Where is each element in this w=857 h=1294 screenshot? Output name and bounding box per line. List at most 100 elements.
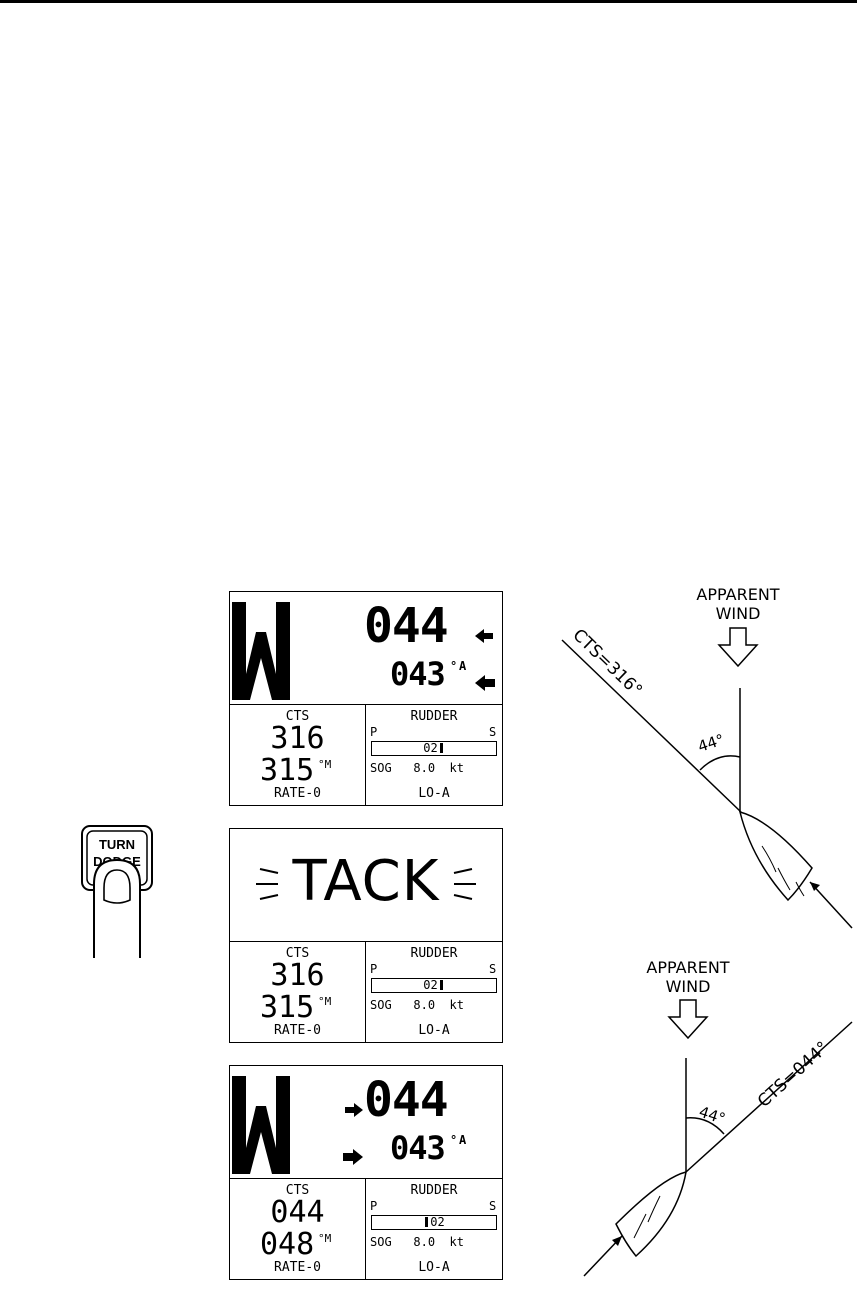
rudder-bar: 02 [371, 978, 497, 993]
wind-arrow-icon [667, 999, 709, 1040]
cts-magnetic-value: 315 [260, 990, 315, 1025]
steering-mode: LO-A [418, 1260, 450, 1275]
wind-label-line2: WIND [665, 977, 711, 996]
arrow-right-icon [345, 1103, 363, 1117]
tack-banner: TACK [292, 849, 440, 914]
apparent-wind-label-bottom: APPARENT WIND [618, 958, 758, 996]
top-rule [0, 0, 857, 3]
flash-rays-icon [256, 868, 476, 900]
steering-mode: LO-A [418, 1023, 450, 1038]
wake-arrow-icon [612, 1236, 622, 1246]
display-screen-tacking: TACK CTS 316 315 °M RATE-0 RUDDER P S 02… [229, 828, 503, 1043]
rudder-label: RUDDER [410, 709, 458, 724]
heading-value: 044 [364, 1072, 449, 1128]
sailboat-icon [738, 810, 813, 902]
info-panel: CTS 316 315 °M RATE-0 RUDDER P S 02 SOG … [230, 942, 502, 1042]
cts-label: CTS [285, 946, 310, 961]
sog-label: SOG [370, 761, 392, 775]
wind-w-icon [232, 1076, 290, 1174]
cts-value: 316 [270, 958, 325, 993]
rudder-value: 02 [430, 1215, 445, 1229]
sog-value: 8.0 [413, 761, 436, 775]
heading-panel: 044 043 ° A [230, 592, 502, 705]
course-label: CTS=044° [754, 1038, 833, 1112]
port-label: P [370, 725, 378, 739]
apparent-wind-label-top: APPARENT WIND [668, 585, 808, 623]
wind-label-line1: APPARENT [646, 958, 730, 977]
rudder-label: RUDDER [410, 1183, 458, 1198]
magnetic-suffix: °M [318, 995, 332, 1008]
info-panel: CTS 316 315 °M RATE-0 RUDDER P S 02 SOG … [230, 705, 502, 805]
heading-panel: 044 043 ° A [230, 1066, 502, 1179]
wind-label-line2: WIND [715, 604, 761, 623]
cts-label: CTS [285, 1183, 310, 1198]
rate-readout: RATE-0 [274, 1260, 321, 1275]
angle-label: 44° [697, 1103, 728, 1128]
wake-arrow-icon [810, 882, 820, 891]
sog-unit: kt [449, 998, 464, 1012]
port-label: P [370, 962, 378, 976]
magnetic-suffix-letter: M [324, 995, 332, 1008]
course-line [561, 639, 742, 813]
panel-divider [365, 1179, 366, 1279]
starboard-label: S [489, 1199, 497, 1213]
starboard-label: S [489, 962, 497, 976]
info-panel: CTS 044 048 °M RATE-0 RUDDER P S 02 SOG … [230, 1179, 502, 1279]
sog-unit: kt [449, 1235, 464, 1249]
wind-arrow-icon [717, 627, 759, 668]
rudder-label: RUDDER [410, 946, 458, 961]
rudder-value: 02 [423, 741, 438, 755]
course-line [685, 1021, 853, 1173]
rate-readout: RATE-0 [274, 786, 321, 801]
magnetic-suffix-letter: M [324, 758, 332, 771]
panel-divider [365, 942, 366, 1042]
steering-mode: LO-A [418, 786, 450, 801]
angle-arc [685, 1117, 725, 1135]
finger-press-icon [93, 858, 141, 958]
cts-value: 044 [270, 1195, 325, 1230]
rudder-bar: 02 [371, 1215, 497, 1230]
magnetic-suffix-letter: M [324, 1232, 332, 1245]
heading-value: 044 [364, 598, 449, 654]
wind-label-line1: APPARENT [696, 585, 780, 604]
arrow-left-icon [475, 629, 493, 643]
display-screen-before-tack: 044 043 ° A CTS 316 315 °M RATE-0 RUDDER… [229, 591, 503, 806]
cts-magnetic-value: 048 [260, 1227, 315, 1262]
rudder-cursor [439, 980, 443, 990]
sog-readout: SOG 8.0 kt [370, 998, 464, 1012]
rudder-cursor [425, 1217, 429, 1227]
degree-suffix: ° [450, 1133, 458, 1147]
display-screen-after-tack: 044 043 ° A CTS 044 048 °M RATE-0 RUDDER… [229, 1065, 503, 1280]
apparent-suffix: A [459, 1133, 467, 1147]
turn-dodge-key[interactable]: TURN DODGE [76, 822, 158, 958]
degree-suffix: ° [450, 659, 458, 673]
rudder-value: 02 [423, 978, 438, 992]
sog-unit: kt [449, 761, 464, 775]
magnetic-suffix: °M [318, 1232, 332, 1245]
rate-readout: RATE-0 [274, 1023, 321, 1038]
starboard-label: S [489, 725, 497, 739]
key-label-line1: TURN [99, 837, 135, 852]
sog-label: SOG [370, 998, 392, 1012]
rudder-cursor [439, 743, 443, 753]
angle-arc [699, 755, 741, 771]
panel-divider [365, 705, 366, 805]
cts-label: CTS [285, 709, 310, 724]
arrow-left-icon [475, 675, 495, 691]
sog-readout: SOG 8.0 kt [370, 761, 464, 775]
cts-value: 316 [270, 721, 325, 756]
sog-readout: SOG 8.0 kt [370, 1235, 464, 1249]
wake-line [809, 881, 853, 929]
sog-value: 8.0 [413, 998, 436, 1012]
arrow-right-icon [343, 1149, 363, 1165]
magnetic-suffix: °M [318, 758, 332, 771]
sailboat-icon [615, 1170, 687, 1258]
cts-magnetic-value: 315 [260, 753, 315, 788]
apparent-heading-value: 043 [390, 655, 446, 693]
sog-value: 8.0 [413, 1235, 436, 1249]
apparent-heading-value: 043 [390, 1129, 446, 1167]
sog-label: SOG [370, 1235, 392, 1249]
rudder-bar: 02 [371, 741, 497, 756]
